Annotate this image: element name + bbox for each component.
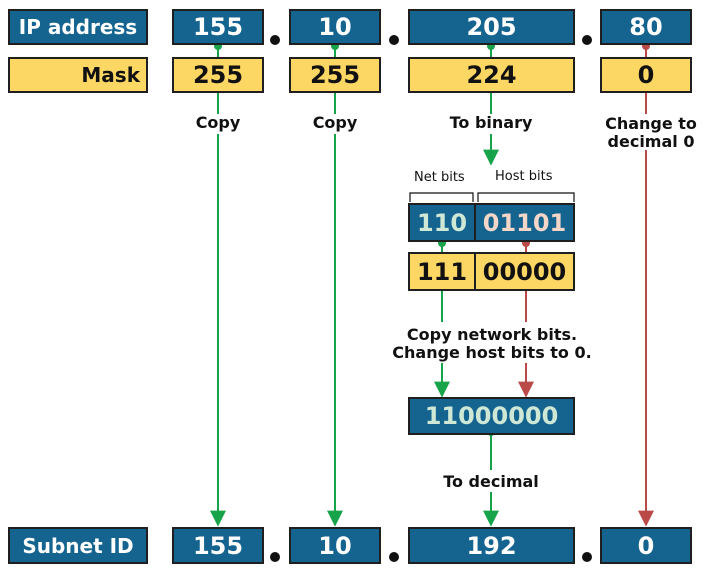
mask-octet-3: 224 [408,57,575,93]
ip-octet-3: 205 [408,9,575,45]
subnet-id-label: Subnet ID [8,527,148,564]
dot-separator [389,35,399,45]
mask-octet-4: 0 [600,57,692,93]
host-bits-label: Host bits [495,169,553,184]
copy-network-line-1: Copy network bits. [406,325,578,344]
mask-host-bits: 00000 [482,257,567,286]
subnet-octet-4: 0 [600,527,692,564]
ip-octet-2: 10 [289,9,381,45]
ip-host-bits: 01101 [482,208,567,237]
change-to-zero-caption: Change to decimal 0 [596,115,706,151]
ip-octet-1: 155 [172,9,264,45]
mask-octet-3-binary: 111 00000 [408,252,575,291]
host-bits-bracket [477,192,575,202]
mask-octet-2: 255 [289,57,381,93]
mask-net-bits: 111 [416,257,468,286]
net-bits-label: Net bits [414,170,465,185]
copy-caption-2: Copy [312,113,358,132]
subnet-octet-2: 10 [289,527,381,564]
ip-net-bits: 110 [416,208,468,237]
mask-label: Mask [8,57,148,93]
bit-divider [474,205,476,240]
copy-network-caption: Copy network bits. Change host bits to 0… [372,326,612,362]
ip-address-label: IP address [8,9,148,45]
result-binary: 11000000 [408,397,575,435]
ip-octet-3-binary: 110 01101 [408,203,575,242]
ip-octet-4: 80 [600,9,692,45]
bit-divider [474,254,476,289]
subnet-octet-1: 155 [172,527,264,564]
to-decimal-caption: To decimal [443,472,539,491]
change-to-zero-line-1: Change to [605,114,697,133]
to-binary-caption: To binary [449,113,533,132]
dot-separator [270,35,280,45]
dot-separator [270,552,280,562]
net-bits-bracket [409,192,474,202]
dot-separator [582,552,592,562]
change-to-zero-line-2: decimal 0 [607,132,695,151]
mask-octet-1: 255 [172,57,264,93]
dot-separator [389,552,399,562]
copy-network-line-2: Change host bits to 0. [392,343,592,362]
result-bits: 11000000 [424,402,559,430]
dot-separator [582,35,592,45]
copy-caption-1: Copy [195,113,241,132]
subnet-octet-3: 192 [408,527,575,564]
